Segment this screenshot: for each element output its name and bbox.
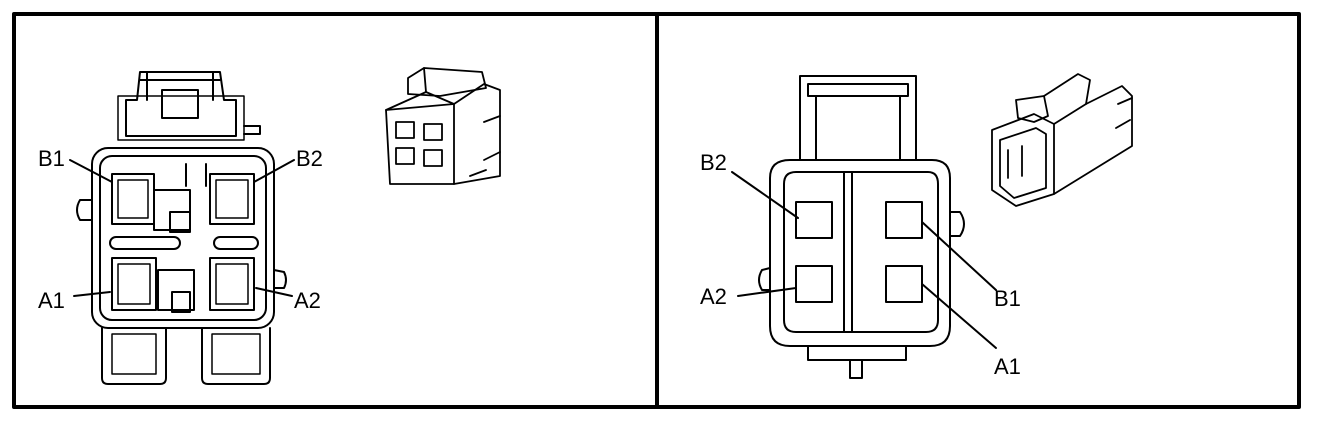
right-label-b2: B2 xyxy=(700,150,727,175)
diagram-frame xyxy=(12,12,1301,409)
left-label-a2: A2 xyxy=(294,288,321,313)
right-connector-front-view: B2 A2 B1 A1 xyxy=(700,75,1021,379)
left-connector-iso-thumbnail xyxy=(385,67,501,185)
left-label-b1: B1 xyxy=(38,146,65,171)
left-label-b2: B2 xyxy=(296,146,323,171)
right-label-a2: A2 xyxy=(700,284,727,309)
right-label-a1: A1 xyxy=(994,354,1021,379)
right-connector-iso-thumbnail xyxy=(991,73,1133,207)
left-label-a1: A1 xyxy=(38,288,65,313)
left-connector-front-view: B1 B2 A1 A2 xyxy=(38,71,323,385)
right-label-b1: B1 xyxy=(994,286,1021,311)
